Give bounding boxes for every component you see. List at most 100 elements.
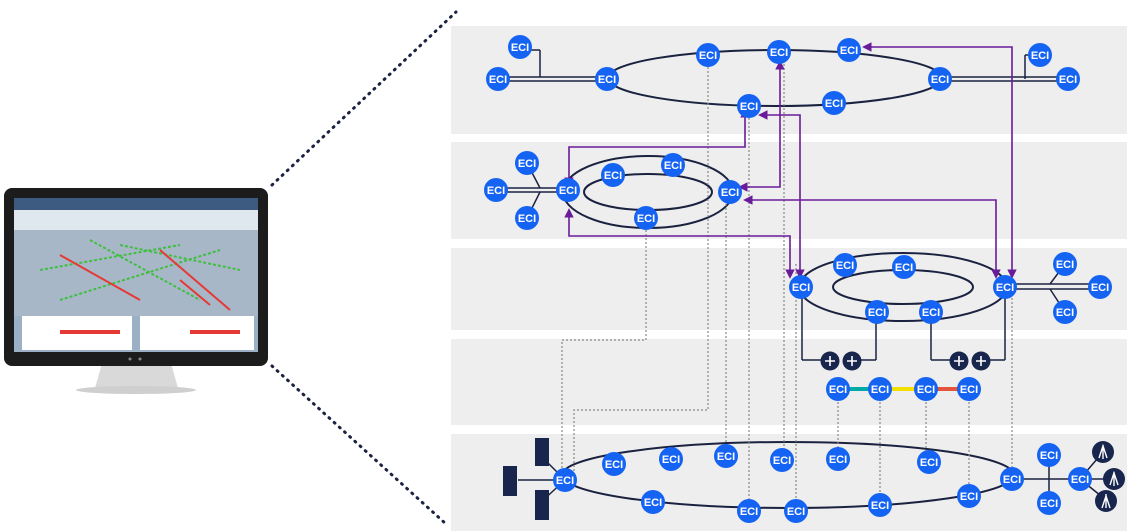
eci-node: ECI [767,40,791,64]
eci-node-label: ECI [871,500,889,512]
layer-band-4 [451,339,1127,425]
eci-node-label: ECI [836,260,854,272]
eci-node: ECI [601,163,625,187]
eci-node: ECI [865,300,889,324]
eci-node-label: ECI [1091,282,1109,294]
eci-node: ECI [1053,300,1077,324]
eci-node-circle [957,484,981,508]
eci-node: ECI [553,468,577,492]
eci-node-label: ECI [637,213,655,225]
eci-node-circle [1028,43,1052,67]
eci-node-circle [1088,275,1112,299]
eci-node: ECI [1088,275,1112,299]
eci-node-circle [508,35,532,59]
eci-node-circle [661,153,685,177]
eci-node: ECI [1068,467,1092,491]
eci-node: ECI [641,490,665,514]
eci-node-circle [957,377,981,401]
eci-node-circle [1053,252,1077,276]
eci-node: ECI [737,499,761,523]
eci-node: ECI [1000,467,1024,491]
eci-node: ECI [784,499,808,523]
eci-node: ECI [993,275,1017,299]
eci-node-label: ECI [960,491,978,503]
eci-node-circle [868,493,892,517]
eci-node: ECI [486,67,510,91]
eci-node-label: ECI [717,451,735,463]
building-icon [535,490,549,520]
eci-node-circle [553,468,577,492]
building-icons [503,438,549,520]
layer-band-1 [451,26,1127,134]
eci-node-circle [868,377,892,401]
eci-node: ECI [917,450,941,474]
eci-node-circle [601,163,625,187]
eci-node-label: ECI [895,262,913,274]
eci-node-circle [833,253,857,277]
eci-node-label: ECI [825,98,843,110]
eci-node-label: ECI [740,101,758,113]
eci-node-circle [789,275,813,299]
eci-node-circle [917,450,941,474]
cell-tower-icons [1092,441,1125,512]
eci-node-label: ECI [1040,498,1058,510]
eci-node-label: ECI [770,47,788,59]
eci-node-circle [737,499,761,523]
eci-node-label: ECI [604,170,622,182]
eci-node-circle [865,300,889,324]
eci-node: ECI [868,493,892,517]
eci-node-circle [602,452,626,476]
eci-node-circle [515,151,539,175]
eci-node-circle [919,300,943,324]
layer-band-2 [451,142,1127,239]
eci-node: ECI [1053,252,1077,276]
building-icon [535,438,549,466]
eci-node: ECI [556,178,580,202]
cell-tower-icon [1103,468,1125,490]
cell-tower-icon [1095,490,1117,512]
eci-node: ECI [868,377,892,401]
eci-node-label: ECI [787,506,805,518]
eci-node-circle [826,377,850,401]
eci-node-label: ECI [960,384,978,396]
eci-node-label: ECI [1056,307,1074,319]
eci-node-circle [1056,67,1080,91]
eci-node-label: ECI [1031,50,1049,62]
eci-node: ECI [515,151,539,175]
eci-node-label: ECI [699,50,717,62]
eci-node: ECI [1037,491,1061,515]
eci-node-label: ECI [662,454,680,466]
eci-node-circle [1000,467,1024,491]
service-links [564,42,1017,279]
eci-node-circle [641,490,665,514]
eci-node: ECI [659,447,683,471]
eci-node-label: ECI [1059,74,1077,86]
eci-node-circle [696,43,720,67]
eci-node: ECI [1037,443,1061,467]
eci-node-circle [1037,491,1061,515]
eci-node-circle [737,94,761,118]
eci-node: ECI [928,67,952,91]
eci-node-circle [784,499,808,523]
eci-node-label: ECI [829,454,847,466]
eci-node-circle [659,447,683,471]
eci-node-circle [837,38,861,62]
router-icon [820,351,840,371]
eci-node-label: ECI [598,74,616,86]
eci-node-label: ECI [773,455,791,467]
eci-node: ECI [822,91,846,115]
eci-node-label: ECI [518,158,536,170]
eci-node-label: ECI [868,307,886,319]
building-icon [503,466,517,496]
eci-node-label: ECI [1040,450,1058,462]
eci-node-label: ECI [556,475,574,487]
eci-node: ECI [1056,67,1080,91]
eci-node: ECI [661,153,685,177]
eci-node-label: ECI [871,384,889,396]
eci-node-label: ECI [1003,474,1021,486]
eci-node-circle [515,206,539,230]
eci-node: ECI [826,447,850,471]
eci-node-circle [1068,467,1092,491]
eci-node-label: ECI [487,185,505,197]
